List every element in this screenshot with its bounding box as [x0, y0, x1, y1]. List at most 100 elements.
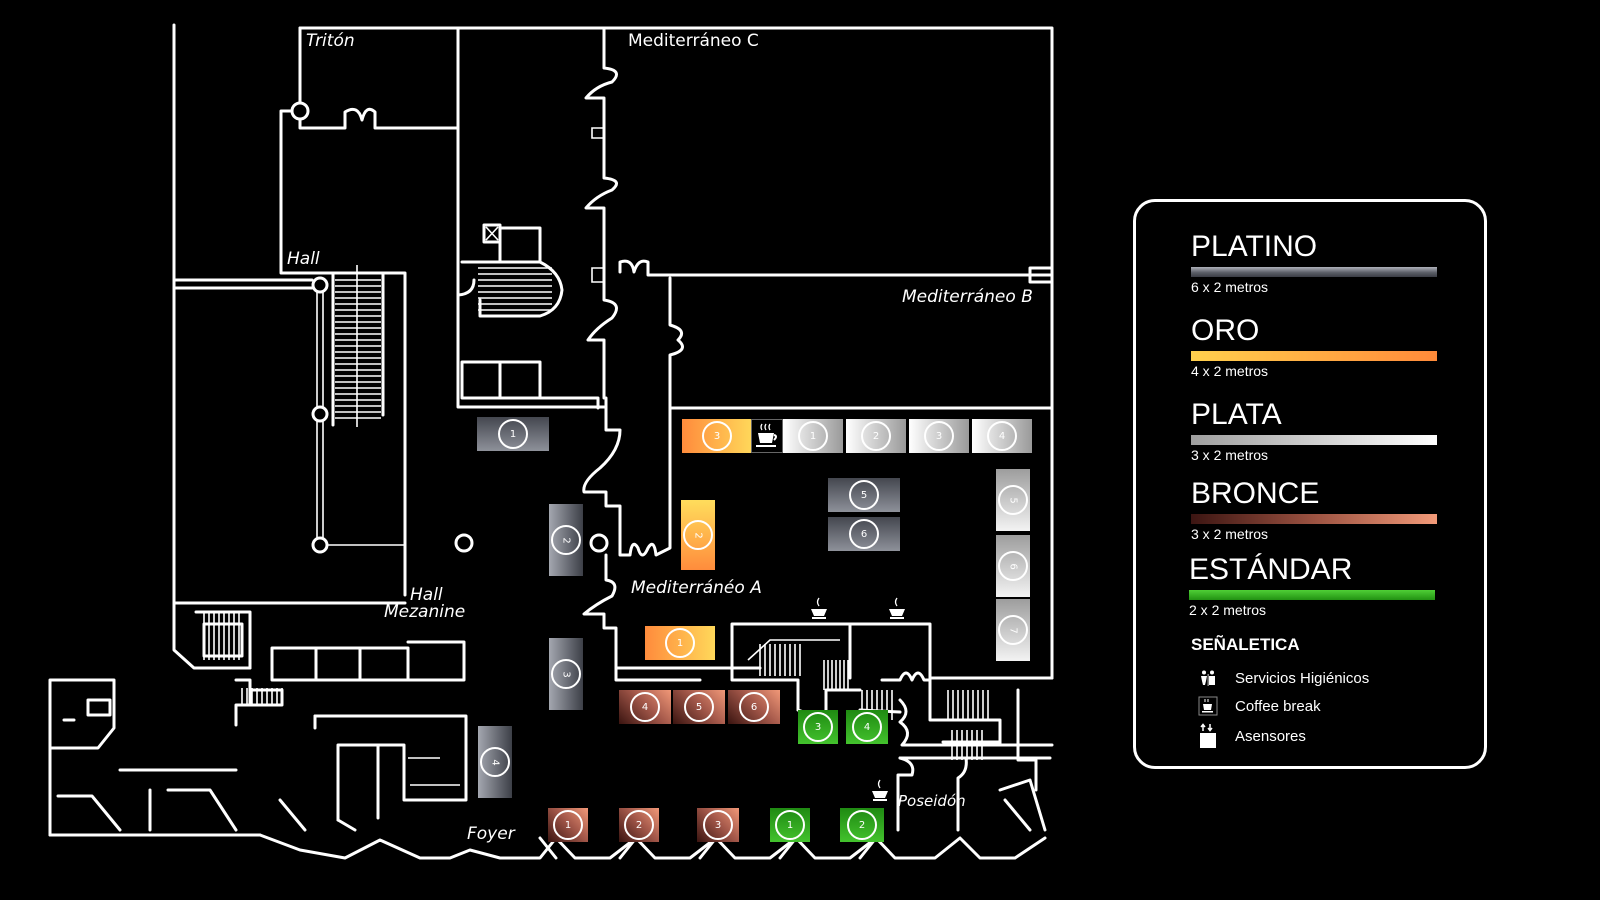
stand-number: 4: [863, 721, 871, 733]
stand-number-ring: 2: [861, 421, 891, 451]
stand-estandar-3[interactable]: 3: [798, 710, 838, 744]
stand-number: 1: [809, 430, 817, 442]
stand-number: 3: [560, 670, 572, 678]
stand-number-ring: 7: [998, 615, 1028, 645]
stand-number: 4: [998, 430, 1006, 442]
signage-label: Coffee break: [1235, 697, 1321, 715]
tier-name: ORO: [1191, 314, 1260, 347]
stand-number: 3: [713, 430, 721, 442]
room-label-hall-mezanine-2: Mezanine: [384, 602, 466, 622]
stand-number-ring: 4: [852, 712, 882, 742]
coffee-break-icon[interactable]: [751, 419, 783, 453]
stand-number-ring: 1: [775, 810, 805, 840]
room-label-mediterraneo-c: Mediterráneo C: [628, 31, 759, 51]
tier-size: 4 x 2 metros: [1191, 363, 1269, 379]
stand-number-ring: 6: [739, 692, 769, 722]
legend-tier-estandar: ESTÁNDAR 2 x 2 metros: [1189, 555, 1435, 618]
room-label-hall-mezanine-1: Hall: [410, 585, 443, 605]
stand-number-ring: 4: [630, 692, 660, 722]
stand-platino-4[interactable]: 4: [478, 726, 512, 798]
stand-number-ring: 5: [849, 480, 879, 510]
stand-plata-3[interactable]: 3: [909, 419, 969, 453]
tier-size: 3 x 2 metros: [1191, 447, 1269, 463]
stand-bronce-6[interactable]: 6: [728, 690, 780, 724]
stand-estandar-1[interactable]: 1: [770, 808, 810, 842]
floor-plan: [48, 23, 1054, 860]
tier-name: PLATA: [1191, 398, 1282, 431]
stand-number-ring: 4: [987, 421, 1017, 451]
signage-title: SEÑALETICA: [1191, 635, 1300, 654]
coffee-break-icon: [869, 778, 891, 804]
stand-platino-5[interactable]: 5: [828, 478, 900, 512]
stand-oro-2[interactable]: 2: [681, 500, 715, 570]
stand-plata-7[interactable]: 7: [996, 599, 1030, 661]
stand-number: 6: [750, 701, 758, 713]
room-label-mediterraneo-a: Mediterránéo A: [631, 578, 762, 598]
signage-item-elevator: Asensores: [1196, 723, 1306, 748]
stand-number: 1: [564, 819, 572, 831]
tier-name: PLATINO: [1191, 230, 1318, 263]
tier-name: ESTÁNDAR: [1189, 553, 1353, 586]
stand-number-ring: 2: [683, 520, 713, 550]
signage-label: Asensores: [1235, 727, 1306, 745]
stand-number: 2: [635, 819, 643, 831]
stand-plata-4[interactable]: 4: [972, 419, 1032, 453]
stand-number-ring: 3: [703, 810, 733, 840]
stand-number: 2: [858, 819, 866, 831]
stand-plata-2[interactable]: 2: [846, 419, 906, 453]
stand-number: 2: [692, 531, 704, 539]
stand-number-ring: 3: [803, 712, 833, 742]
tier-color-bar: [1191, 435, 1437, 445]
stairs: [203, 267, 989, 760]
stand-bronce-5[interactable]: 5: [673, 690, 725, 724]
stand-number-ring: 5: [684, 692, 714, 722]
room-label-foyer: Foyer: [467, 824, 515, 844]
stand-platino-6[interactable]: 6: [828, 517, 900, 551]
signage-item-restroom: Servicios Higiénicos: [1196, 666, 1369, 690]
stand-number-ring: 2: [847, 810, 877, 840]
legend-panel: PLATINO 6 x 2 metros ORO 4 x 2 metros PL…: [1133, 199, 1487, 769]
stand-estandar-2[interactable]: 2: [840, 808, 884, 842]
stand-number: 5: [695, 701, 703, 713]
stand-number: 7: [1007, 626, 1019, 634]
room-label-mediterraneo-b: Mediterráneo B: [902, 287, 1033, 307]
stand-estandar-4[interactable]: 4: [846, 710, 888, 744]
tier-size: 3 x 2 metros: [1191, 526, 1269, 542]
stand-platino-3[interactable]: 3: [549, 638, 583, 710]
room-label-triton: Tritón: [306, 31, 355, 51]
stand-number-ring: 2: [624, 810, 654, 840]
tier-color-bar: [1191, 351, 1437, 361]
stand-number: 6: [860, 528, 868, 540]
stand-number-ring: 1: [798, 421, 828, 451]
tier-size: 6 x 2 metros: [1191, 279, 1269, 295]
stand-bronce-3[interactable]: 3: [697, 808, 739, 842]
coffee-break-icon: [808, 596, 830, 622]
restroom-icon: [1196, 666, 1220, 690]
stand-plata-1[interactable]: 1: [783, 419, 843, 453]
stand-number-ring: 5: [998, 485, 1028, 515]
stand-oro-3[interactable]: 3: [682, 419, 752, 453]
stand-bronce-1[interactable]: 1: [548, 808, 588, 842]
stand-number: 2: [872, 430, 880, 442]
stand-platino-1[interactable]: 1: [477, 417, 549, 451]
stand-oro-1[interactable]: 1: [645, 626, 715, 660]
signage-item-coffee: Coffee break: [1196, 694, 1321, 718]
stand-plata-6[interactable]: 6: [996, 535, 1030, 597]
legend-tier-platino: PLATINO 6 x 2 metros: [1191, 232, 1437, 295]
stand-bronce-4[interactable]: 4: [619, 690, 671, 724]
tier-color-bar: [1189, 590, 1435, 600]
coffee-icon: [1196, 694, 1220, 718]
stand-number: 3: [814, 721, 822, 733]
tier-color-bar: [1191, 514, 1437, 524]
elevator-icon: [1196, 723, 1220, 748]
legend-tier-oro: ORO 4 x 2 metros: [1191, 316, 1437, 379]
stand-number-ring: 6: [998, 551, 1028, 581]
stand-bronce-2[interactable]: 2: [619, 808, 659, 842]
tier-size: 2 x 2 metros: [1189, 602, 1267, 618]
tier-name: BRONCE: [1191, 477, 1320, 510]
stand-number: 5: [1007, 496, 1019, 504]
stand-plata-5[interactable]: 5: [996, 469, 1030, 531]
room-label-hall: Hall: [287, 249, 320, 269]
coffee-break-icon: [886, 596, 908, 622]
stand-platino-2[interactable]: 2: [549, 504, 583, 576]
